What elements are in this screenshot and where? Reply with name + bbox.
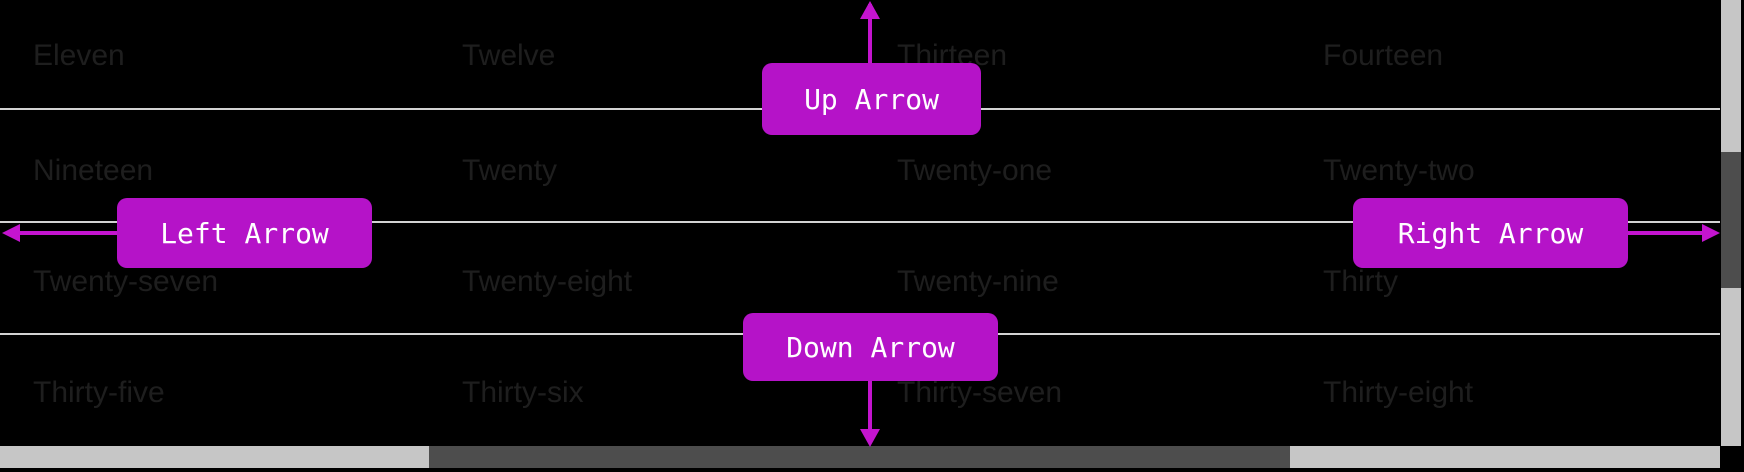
right-arrowhead-icon <box>1702 224 1720 242</box>
table-cell: Twenty <box>462 154 558 187</box>
right-arrow-line <box>1628 231 1704 235</box>
table-cell: Thirty <box>1323 265 1398 298</box>
vertical-scrollbar-thumb[interactable] <box>1721 152 1741 288</box>
up-arrow-annotation[interactable]: Up Arrow <box>762 63 981 135</box>
table-cell: Fourteen <box>1323 39 1444 72</box>
table-cell: Twenty-eight <box>462 265 633 298</box>
down-arrow-line <box>868 381 872 431</box>
left-arrowhead-icon <box>2 224 20 242</box>
table-cell: Twenty-seven <box>33 265 219 298</box>
up-arrowhead-icon <box>860 1 880 19</box>
table-cell: Twelve <box>462 39 556 72</box>
table-cell: Thirty-seven <box>897 376 1063 409</box>
down-arrow-annotation[interactable]: Down Arrow <box>743 313 998 381</box>
table-cell: Thirty-six <box>462 376 584 409</box>
down-arrowhead-icon <box>860 429 880 447</box>
right-arrow-annotation[interactable]: Right Arrow <box>1353 198 1628 268</box>
right-arrow-label: Right Arrow <box>1397 216 1584 250</box>
down-arrow-label: Down Arrow <box>786 330 955 364</box>
left-arrow-annotation[interactable]: Left Arrow <box>117 198 372 268</box>
table-cell: Thirty-five <box>33 376 165 409</box>
table-cell: Twenty-one <box>897 154 1053 187</box>
left-arrow-label: Left Arrow <box>160 216 329 250</box>
left-arrow-line <box>10 231 118 235</box>
table-cell: Thirty-eight <box>1323 376 1474 409</box>
table-cell: Eleven <box>33 39 125 72</box>
table-cell: Twenty-two <box>1323 154 1475 187</box>
up-arrow-label: Up Arrow <box>804 82 939 116</box>
table-cell: Nineteen <box>33 154 154 187</box>
table-cell: Twenty-nine <box>897 265 1059 298</box>
up-arrow-line <box>868 4 872 64</box>
row-divider <box>0 221 1720 223</box>
horizontal-scrollbar-thumb[interactable] <box>429 446 1290 468</box>
